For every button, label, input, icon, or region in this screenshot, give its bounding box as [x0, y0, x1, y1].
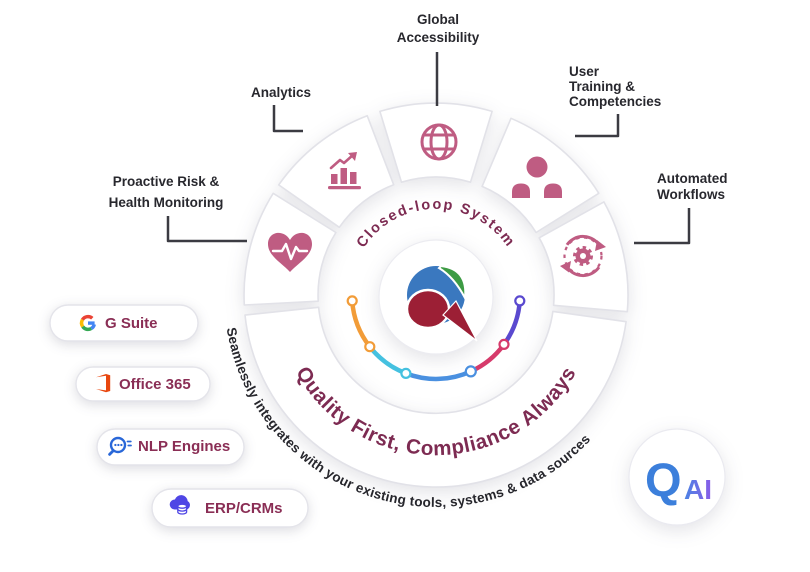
callout-automation-label-line1: Automated: [657, 171, 728, 186]
callout-automation: Automated Workflows: [634, 171, 728, 245]
journey-dot: [400, 367, 412, 379]
heart-pulse-icon: [268, 232, 312, 272]
integration-gsuite-label: G Suite: [105, 315, 158, 332]
callout-people-label-line1: User: [569, 64, 600, 79]
callout-health-label-line1: Proactive Risk &: [113, 174, 220, 189]
bar-chart-icon: [328, 152, 361, 190]
callout-automation-label-line2: Workflows: [657, 187, 725, 202]
callout-analytics-connector: [272, 105, 303, 133]
qai-q-letter: Q: [645, 453, 682, 506]
callout-people-connector: [575, 114, 620, 138]
segment-analytics: [277, 114, 395, 229]
callout-automation-connector: [634, 208, 691, 245]
callout-global-label-line1: Global: [417, 12, 459, 27]
qai-ai-letters: AI: [684, 474, 712, 505]
nlp-search-icon: [108, 436, 132, 456]
callout-people-label-line2: Training &: [569, 79, 635, 94]
callout-people: User Training & Competencies: [569, 64, 661, 138]
ring-bottom-band: [244, 306, 627, 488]
integration-nlp-label: NLP Engines: [138, 438, 230, 455]
journey-dot: [464, 365, 477, 378]
journey-dot: [364, 341, 376, 353]
journey-dot: [498, 338, 510, 350]
integration-gsuite: G Suite: [49, 304, 199, 342]
integration-erp: ERP/CRMs: [151, 488, 309, 528]
gear-sync-icon: [560, 234, 606, 278]
center-q-logo: [378, 239, 494, 355]
globe-icon: [420, 123, 458, 161]
callout-global-label-line2: Accessibility: [397, 30, 480, 45]
integration-erp-label: ERP/CRMs: [205, 500, 283, 517]
callout-analytics: Analytics: [251, 85, 311, 133]
cloud-database-icon: [169, 495, 190, 515]
callout-analytics-label: Analytics: [251, 85, 311, 100]
qai-badge: Q AI: [628, 428, 726, 526]
journey-arc: [346, 295, 526, 382]
google-g-icon: [79, 314, 96, 332]
callout-people-label-line3: Competencies: [569, 94, 661, 109]
integration-office365-label: Office 365: [119, 376, 191, 393]
journey-dot: [514, 295, 526, 307]
callout-global: Global Accessibility: [397, 12, 480, 106]
segment-global: [379, 102, 493, 183]
team-icon: [512, 156, 562, 198]
callout-health-label-line2: Health Monitoring: [109, 195, 224, 210]
office-icon: [96, 374, 111, 393]
integration-office365: Office 365: [75, 366, 211, 402]
integration-nlp: NLP Engines: [96, 428, 245, 466]
journey-dot: [346, 295, 358, 307]
callout-health: Proactive Risk & Health Monitoring: [109, 174, 247, 243]
callout-health-connector: [166, 216, 247, 243]
